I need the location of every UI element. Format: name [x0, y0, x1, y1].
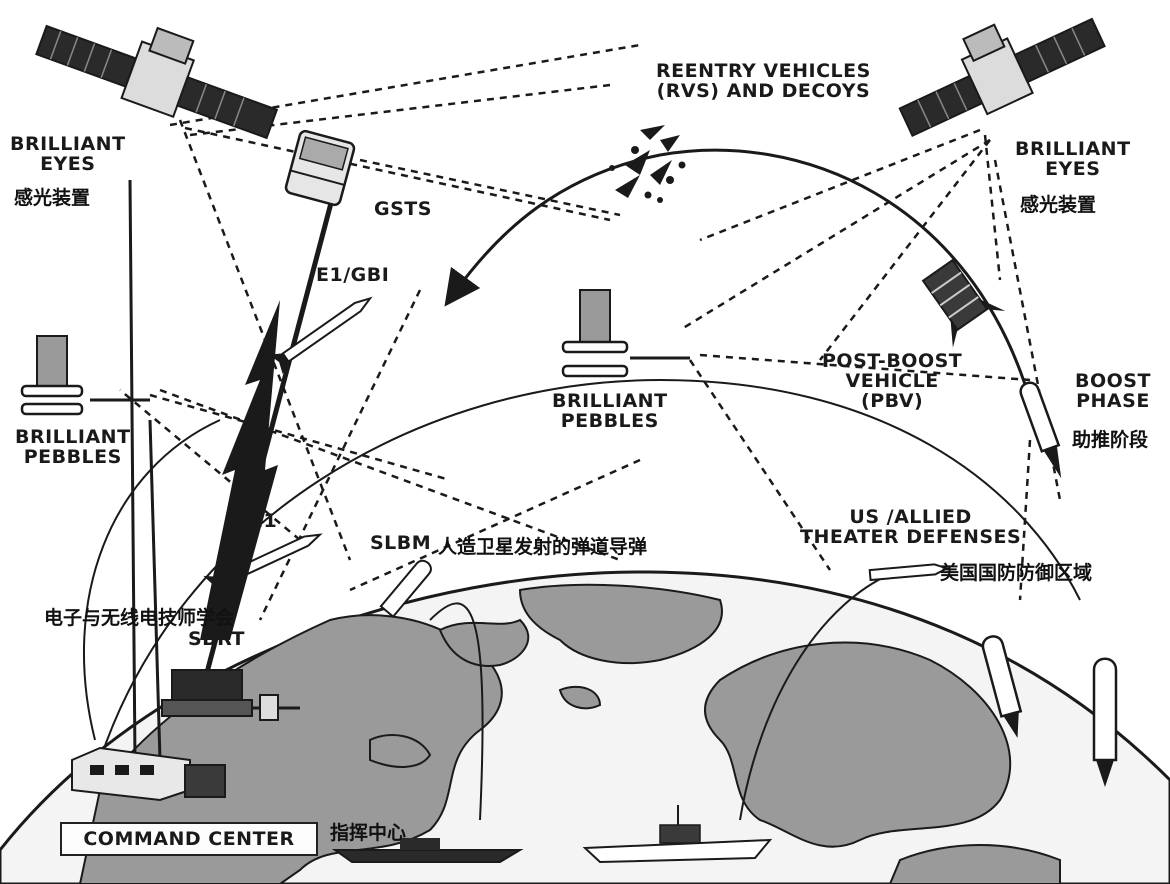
landmass-north [518, 583, 723, 665]
command-center-zh: 指挥中心 [330, 822, 407, 844]
post-boost-vehicle [921, 258, 1006, 348]
island [558, 685, 602, 710]
brilliant-eyes-right-zh: 感光装置 [1020, 194, 1097, 216]
ship-left [331, 838, 524, 863]
theater-defense-missile [868, 563, 950, 582]
e1gbi-label: E1/GBI [316, 264, 390, 286]
brilliant-pebbles-left-label: BRILLIANT PEBBLES [15, 426, 131, 468]
ship-right [582, 805, 773, 864]
reentry-vehicles-cluster [609, 125, 686, 203]
comm-lines [83, 149, 348, 761]
landmass-east [704, 641, 1012, 848]
gsts-sensor [284, 129, 356, 207]
brilliant-eyes-left-zh: 感光装置 [14, 187, 91, 209]
brilliant-eyes-satellite-left [35, 24, 279, 140]
boost-phase-missile [1019, 381, 1062, 479]
island [369, 734, 432, 768]
pbv-label: POST-BOOST VEHICLE (PBV) [822, 350, 963, 412]
slbm-zh: 人造卫星发射的弹道导弹 [438, 536, 648, 558]
brilliant-pebbles-left [20, 335, 150, 416]
brilliant-pebbles-center [561, 289, 690, 378]
brilliant-eyes-right-label: BRILLIANT EYES [1015, 138, 1131, 180]
sbrt-label: SBRT [188, 628, 245, 650]
sbrt-station [161, 669, 300, 721]
earth [0, 570, 1170, 884]
boost-phase-label: BOOST PHASE [1075, 370, 1151, 412]
brilliant-eyes-left-label: BRILLIANT EYES [10, 133, 126, 175]
sbrt-beam [200, 300, 280, 640]
landmass-southeast [888, 844, 1061, 884]
gsts-label: GSTS [374, 198, 432, 220]
landmass-center [438, 618, 530, 667]
missile-trajectory [444, 148, 1032, 401]
ship-trajectory [739, 569, 901, 821]
command-center-building [71, 746, 226, 802]
slbm-label: SLBM [370, 532, 432, 554]
boost-phase-zh: 助推阶段 [1072, 429, 1149, 451]
command-center-label: COMMAND CENTER [60, 822, 318, 856]
slbm-missile [379, 559, 432, 619]
brilliant-eyes-satellite-right [898, 17, 1106, 138]
boost-missile-lower-2 [1092, 657, 1118, 787]
boost-missile-lower-1 [981, 635, 1023, 738]
e1-label: E1 [250, 510, 278, 532]
theater-defenses-label: US /ALLIED THEATER DEFENSES [800, 506, 1022, 548]
reentry-label: REENTRY VEHICLES (RVs) AND DECOYS [656, 60, 871, 102]
e1-gbi-interceptor [268, 296, 373, 375]
ieee-zh: 电子与无线电技师学会 [44, 607, 235, 629]
slbm-arc [429, 602, 484, 821]
theater-defenses-zh: 美国国防防御区域 [940, 562, 1093, 584]
brilliant-pebbles-center-label: BRILLIANT PEBBLES [552, 390, 668, 432]
